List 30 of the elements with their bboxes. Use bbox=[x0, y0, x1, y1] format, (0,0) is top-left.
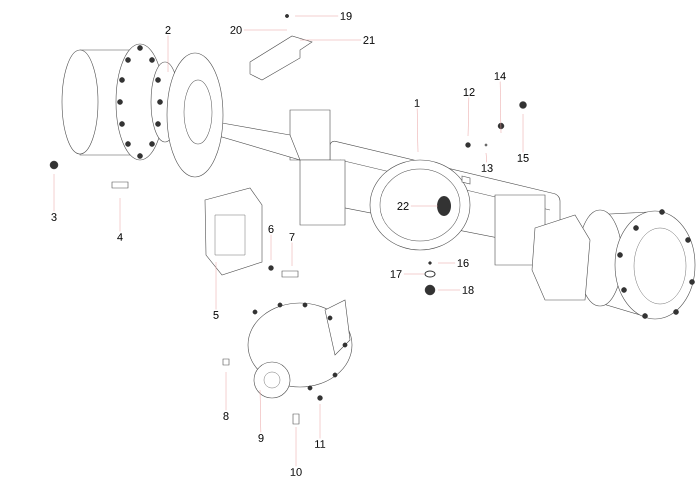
callout-number: 14 bbox=[494, 72, 506, 80]
callout-number: 10 bbox=[290, 468, 302, 476]
leader-line bbox=[260, 390, 262, 433]
callout-number: 13 bbox=[482, 164, 493, 172]
callout-number: 11 bbox=[315, 440, 326, 448]
callout-number: 3 bbox=[51, 213, 57, 221]
leader-line bbox=[438, 262, 456, 264]
callout-number: 18 bbox=[462, 286, 474, 294]
callout-number: 21 bbox=[363, 36, 375, 44]
callout-number: 12 bbox=[464, 88, 475, 96]
callout-number: 4 bbox=[117, 233, 123, 241]
callout-number: 8 bbox=[223, 412, 229, 420]
callout-number: 7 bbox=[290, 233, 295, 241]
leader-line bbox=[416, 108, 418, 152]
callout-number: 22 bbox=[397, 202, 409, 210]
callout-number: 15 bbox=[518, 154, 529, 162]
leader-line bbox=[522, 114, 524, 153]
leader-line bbox=[468, 97, 470, 136]
callout-number: 17 bbox=[390, 270, 402, 278]
callout-number: 9 bbox=[258, 434, 264, 442]
callout-number: 20 bbox=[230, 26, 242, 34]
callout-number: 5 bbox=[213, 311, 219, 319]
leader-line bbox=[270, 234, 272, 260]
leader-line bbox=[486, 152, 487, 163]
callout-number: 2 bbox=[166, 26, 170, 34]
callout-number: 1 bbox=[414, 99, 420, 107]
callout-number: 19 bbox=[340, 12, 352, 20]
leader-line bbox=[500, 81, 502, 134]
callout-number: 6 bbox=[268, 225, 274, 233]
callout-number: 16 bbox=[458, 259, 469, 267]
